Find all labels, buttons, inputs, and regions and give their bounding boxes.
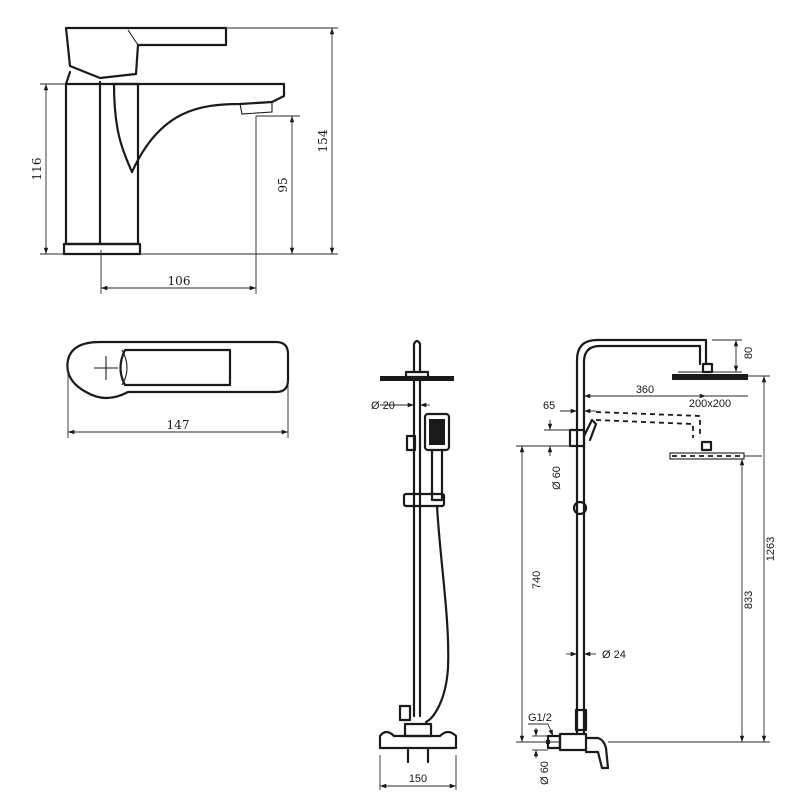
shower-hose [424, 504, 450, 724]
faucet-top-outline [66, 340, 290, 400]
dim-arm-diameter: Ø 20 [371, 400, 395, 412]
dim-outlet-offset: 65 [543, 400, 555, 412]
shower-side-view: Ø 24 80 360 200x200 65 Ø 60 740 [516, 338, 777, 785]
dim-height-body: 116 [30, 158, 44, 181]
slide-bar-holder [402, 492, 446, 508]
dim-spout-height: 95 [276, 177, 290, 192]
shower-front-view: Ø 20 150 [371, 339, 458, 790]
dim-arm-reach: 360 [636, 384, 654, 396]
dim-height-1263: 1263 [765, 537, 777, 561]
shower-mixer [378, 730, 458, 750]
dim-height-total: 154 [316, 129, 330, 152]
dim-length: 147 [167, 418, 190, 432]
faucet-base [62, 242, 142, 256]
faucet-body [64, 82, 140, 246]
dim-outlet-diameter: Ø 60 [551, 466, 563, 490]
dim-thread: G1/2 [528, 712, 552, 724]
faucet-handle [64, 26, 228, 80]
faucet-top-view: 147 [66, 340, 290, 438]
rain-head-upper [672, 374, 748, 380]
dim-height-740: 740 [531, 571, 543, 589]
dim-height-833: 833 [743, 591, 755, 609]
faucet-spout [112, 82, 286, 174]
hand-shower-head [423, 412, 451, 452]
dim-reach: 106 [168, 274, 191, 288]
dim-arm-height: 80 [743, 347, 755, 359]
dim-width-bottom: 150 [409, 773, 427, 785]
dim-head-size: 200x200 [689, 398, 731, 410]
dim-pipe-diameter: Ø 24 [602, 649, 626, 661]
faucet-side-view: 154 116 95 106 [30, 26, 338, 294]
rain-head-front [380, 376, 454, 381]
dim-base-diameter: Ø 60 [539, 761, 551, 785]
